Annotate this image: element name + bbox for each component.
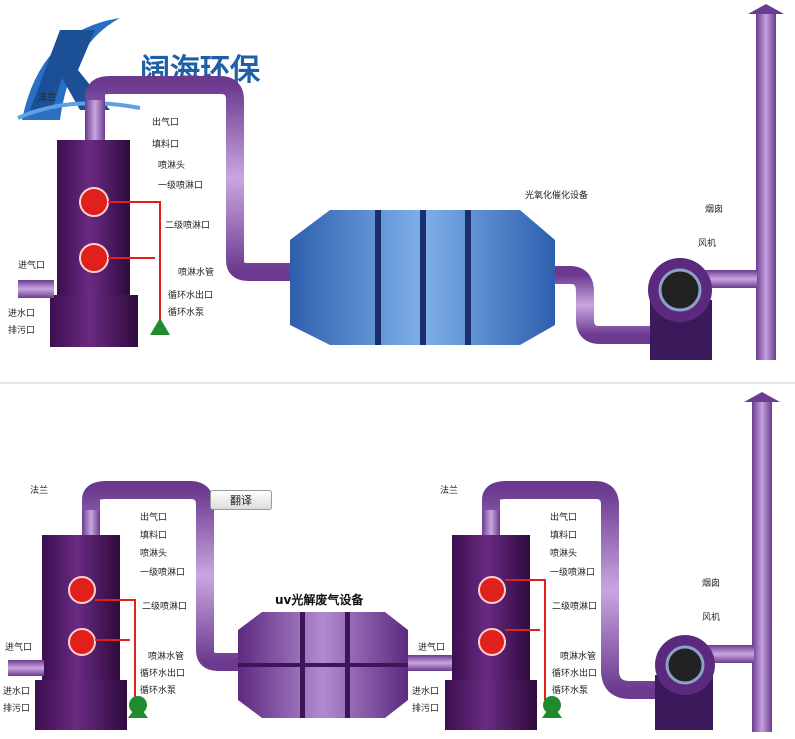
purifier-to-fan-pipe-top — [555, 266, 650, 344]
label-drain-left: 排污口 — [3, 702, 30, 714]
label-spray-head-left: 喷淋头 — [140, 547, 167, 559]
label-water-inlet-right: 进水口 — [412, 685, 439, 697]
gas-inlet-pipe-top — [18, 280, 54, 298]
spray-head-1-top — [79, 187, 109, 217]
spray-head-right-2 — [478, 628, 506, 656]
pump-base-left — [128, 704, 148, 718]
tower-base-top — [50, 295, 138, 347]
top-diagram: 法兰 出气口 填料口 喷淋头 一级喷淋口 二级喷淋口 进气口 进水口 排污口 喷… — [8, 4, 784, 360]
spray-water-line-right — [505, 579, 546, 700]
chimney-cap-bottom — [744, 392, 780, 402]
label-drain-top: 排污口 — [8, 324, 35, 336]
label-gas-outlet-left: 出气口 — [140, 511, 167, 523]
label-flange-top: 法兰 — [38, 91, 56, 103]
chimney-bottom — [752, 402, 772, 732]
spray-water-line-top — [108, 201, 161, 320]
label-spray2-right: 二级喷淋口 — [552, 600, 597, 612]
label-circ-out-right: 循环水出口 — [552, 667, 597, 679]
spray-head-right-1 — [478, 576, 506, 604]
label-gas-outlet-right: 出气口 — [550, 511, 577, 523]
label-spray1-right: 一级喷淋口 — [550, 566, 595, 578]
label-fan-top: 风机 — [698, 237, 716, 249]
gas-inlet-pipe-left — [8, 660, 44, 676]
brand-logo: 阔海环保 — [17, 18, 261, 120]
label-circ-pump-top: 循环水泵 — [168, 306, 204, 318]
purifier-divider-2 — [420, 210, 426, 345]
label-spray2-top: 二级喷淋口 — [165, 219, 210, 231]
label-water-inlet-top: 进水口 — [8, 307, 35, 319]
label-circ-out-top: 循环水出口 — [168, 289, 213, 301]
label-gas-inlet-left: 进气口 — [5, 641, 32, 653]
tower-body-top — [57, 140, 130, 300]
label-chimney-bottom: 烟囱 — [702, 577, 720, 589]
label-circ-out-left: 循环水出口 — [140, 667, 185, 679]
label-circ-pump-right: 循环水泵 — [552, 684, 588, 696]
fan-rotor-top — [658, 268, 702, 312]
label-chimney-top: 烟囱 — [705, 203, 723, 215]
spray-water-line-left — [95, 599, 136, 700]
label-spray-pipe-right: 喷淋水管 — [560, 650, 596, 662]
left-outlet-pipe — [82, 481, 238, 671]
label-gas-inlet-right: 进气口 — [418, 641, 445, 653]
tower-neck-top — [85, 90, 105, 145]
circulation-pump-top — [150, 318, 170, 335]
label-packing-left: 填料口 — [140, 529, 167, 541]
chimney-cap-top — [748, 4, 784, 14]
purifier-divider-1 — [375, 210, 381, 345]
fan-rotor-bottom — [665, 645, 705, 685]
label-spray2-left: 二级喷淋口 — [142, 600, 187, 612]
fan-outlet-pipe-top — [705, 270, 757, 288]
label-packing-right: 填料口 — [550, 529, 577, 541]
label-gas-inlet-top: 进气口 — [18, 259, 45, 271]
label-spray-head-right: 喷淋头 — [550, 547, 577, 559]
tower-left-base — [35, 680, 127, 730]
spray-head-left-1 — [68, 576, 96, 604]
outlet-pipe-top — [86, 76, 290, 281]
uv-to-right-tower-pipe — [408, 655, 453, 671]
label-circ-pump-left: 循环水泵 — [140, 684, 176, 696]
tower-right-base — [445, 680, 537, 730]
label-uv-device-top: 光氧化催化设备 — [525, 189, 588, 201]
label-flange-left: 法兰 — [30, 484, 48, 496]
uv-divider-horizontal — [238, 663, 408, 667]
label-water-inlet-left: 进水口 — [3, 685, 30, 697]
label-uv-device-bottom: uv光解废气设备 — [275, 592, 364, 607]
label-spray-pipe-top: 喷淋水管 — [178, 266, 214, 278]
label-spray-pipe-left: 喷淋水管 — [148, 650, 184, 662]
label-flange-right: 法兰 — [440, 484, 458, 496]
logo-wave — [17, 101, 141, 120]
bottom-diagram: 法兰 出气口 填料口 喷淋头 一级喷淋口 二级喷淋口 进气口 进水口 排污口 喷… — [3, 392, 780, 732]
purifier-divider-3 — [465, 210, 471, 345]
label-gas-outlet-top: 出气口 — [152, 116, 179, 128]
right-outlet-pipe — [482, 481, 655, 699]
chimney-top — [756, 14, 776, 360]
label-spray1-left: 一级喷淋口 — [140, 566, 185, 578]
spray-head-2-top — [79, 243, 109, 273]
tower-left-body — [42, 535, 120, 685]
spray-head-left-2 — [68, 628, 96, 656]
label-spray1-top: 一级喷淋口 — [158, 179, 203, 191]
translate-button[interactable]: 翻译 — [210, 490, 272, 510]
label-fan-bottom: 风机 — [702, 611, 720, 623]
tower-right-body — [452, 535, 530, 685]
pump-base-right — [542, 704, 562, 718]
label-drain-right: 排污口 — [412, 702, 439, 714]
label-spray-head-top: 喷淋头 — [158, 159, 185, 171]
label-packing-top: 填料口 — [152, 138, 179, 150]
